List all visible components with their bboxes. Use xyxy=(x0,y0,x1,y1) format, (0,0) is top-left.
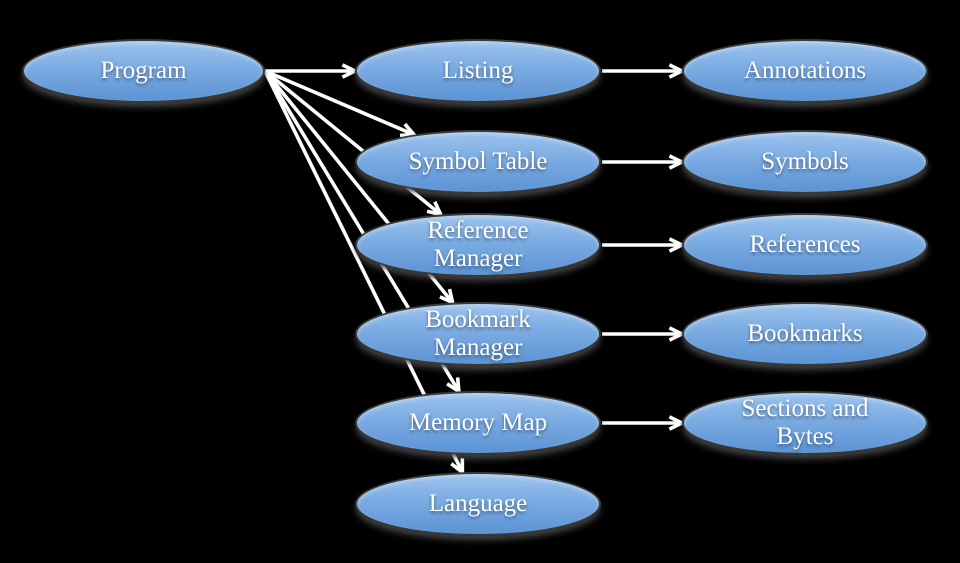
node-symbols: Symbols xyxy=(682,130,928,194)
arrow-memory-map-to-sections-and-bytes xyxy=(602,415,687,431)
node-symbol-table: Symbol Table xyxy=(355,130,601,194)
node-label-symbol-table: Symbol Table xyxy=(408,148,548,175)
node-label-reference-manager: Reference Manager xyxy=(427,217,529,272)
node-label-bookmarks: Bookmarks xyxy=(747,320,863,347)
node-listing: Listing xyxy=(355,39,601,103)
node-label-symbols: Symbols xyxy=(761,148,849,175)
node-label-program: Program xyxy=(100,57,187,84)
node-label-listing: Listing xyxy=(442,57,514,84)
node-reference-manager: Reference Manager xyxy=(355,213,601,277)
node-references: References xyxy=(682,213,928,277)
node-language: Language xyxy=(355,472,601,536)
arrow-bookmark-manager-to-bookmarks xyxy=(602,326,687,342)
node-bookmark-manager: Bookmark Manager xyxy=(355,302,601,366)
node-label-annotations: Annotations xyxy=(743,57,867,84)
arrow-listing-to-annotations xyxy=(602,63,687,79)
node-bookmarks: Bookmarks xyxy=(682,302,928,366)
node-annotations: Annotations xyxy=(682,39,928,103)
node-label-sections-and-bytes: Sections and Bytes xyxy=(741,395,869,450)
node-program: Program xyxy=(22,39,265,103)
node-label-bookmark-manager: Bookmark Manager xyxy=(425,306,531,361)
arrow-symbol-table-to-symbols xyxy=(602,154,687,170)
arrow-reference-manager-to-references xyxy=(602,237,687,253)
node-label-memory-map: Memory Map xyxy=(408,409,548,436)
node-sections-and-bytes: Sections and Bytes xyxy=(682,391,928,455)
node-memory-map: Memory Map xyxy=(355,391,601,455)
node-label-language: Language xyxy=(428,490,528,517)
node-label-references: References xyxy=(749,231,861,258)
